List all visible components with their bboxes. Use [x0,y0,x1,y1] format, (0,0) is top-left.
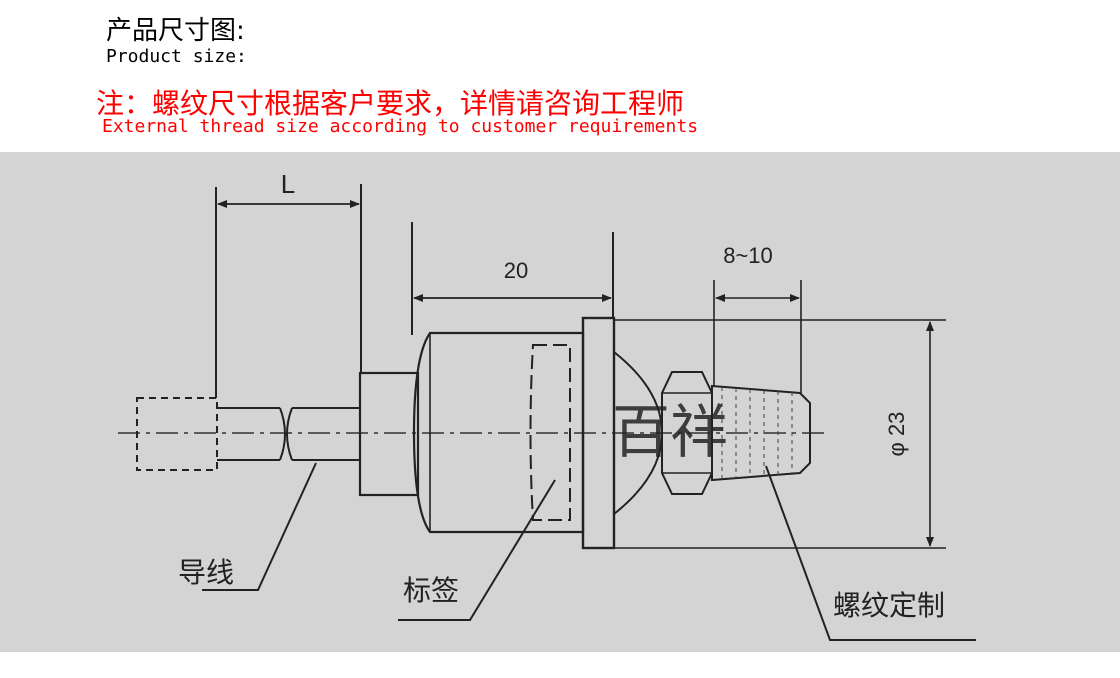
hex-nut [661,371,713,495]
wire-connector-outline [136,397,218,471]
dim-thread-label: 8~10 [723,243,773,268]
callout-wire-label: 导线 [178,556,234,589]
product-size-title-en: Product size: [106,46,247,67]
callout-label-label: 标签 [403,574,459,607]
thread-note-en: External thread size according to custom… [102,116,699,137]
dim-20-label: 20 [504,258,528,283]
product-size-title-cn: 产品尺寸图: [106,16,245,46]
callout-thread-label: 螺纹定制 [833,589,945,622]
callout-thread-leader [765,465,976,641]
label-band [529,344,571,521]
rear-boss [358,371,420,497]
flange [581,316,616,550]
watermark: 百祥 [612,398,728,466]
thread-note-cn: 注：螺纹尺寸根据客户要求，详情请咨询工程师 [96,87,685,120]
dim-dia-label: φ 23 [884,412,909,457]
wire-segment-left [217,407,286,461]
dim-l-label: L [281,169,295,199]
wire-segment-right [286,407,360,461]
main-body [412,331,585,534]
callout-label-leader [398,479,556,621]
thread [711,384,811,482]
callout-wire-leader [202,462,317,591]
thread-teeth [721,387,793,480]
